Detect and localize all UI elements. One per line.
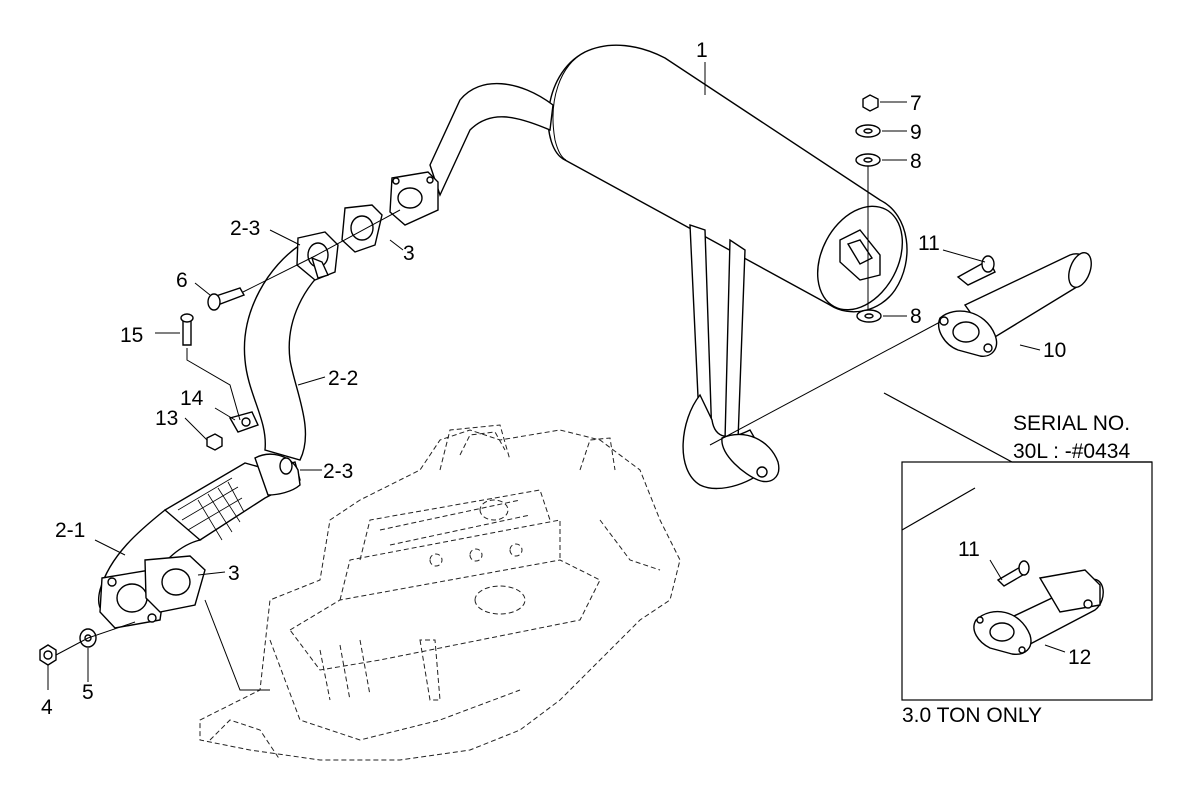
exhaust-pipe-2-2 [243, 231, 339, 461]
muffler-mount-stay [682, 224, 780, 490]
callout-15: 15 [120, 324, 143, 347]
serial-number-note: SERIAL NO. 30L : -#0434 [1013, 412, 1130, 463]
callout-9: 9 [910, 121, 922, 144]
upper-flange-joint [341, 171, 439, 253]
callout-2-3-upper: 2-3 [230, 217, 260, 240]
callout-11-inset: 11 [958, 538, 980, 561]
tailpipe [938, 252, 1092, 357]
callout-2-3-lower: 2-3 [323, 460, 353, 483]
callout-5: 5 [82, 681, 94, 704]
serial-label-line1: SERIAL NO. [1013, 412, 1130, 435]
leader-lines [47, 62, 1066, 691]
callout-6: 6 [176, 269, 188, 292]
hardware-fasteners [39, 94, 996, 666]
callout-1: 1 [696, 39, 708, 62]
callout-2-1: 2-1 [55, 519, 85, 542]
engine-block-outline [199, 424, 681, 761]
inset-detail-frame [883, 392, 1153, 701]
callout-3-upper: 3 [403, 242, 415, 265]
ton-only-label: 3.0 TON ONLY [902, 704, 1042, 727]
callout-8-lower: 8 [910, 305, 922, 328]
callout-8-upper: 8 [910, 150, 922, 173]
callout-7: 7 [910, 92, 922, 115]
callout-11-main: 11 [918, 232, 940, 255]
serial-label-line2: 30L : -#0434 [1013, 440, 1130, 463]
callout-13: 13 [155, 407, 178, 430]
callout-labels: 1 7 9 8 8 11 10 3 2-3 6 15 2-2 14 13 2-3… [41, 39, 1091, 719]
exhaust-pipe-2-1 [98, 509, 206, 629]
callout-3-lower: 3 [228, 562, 240, 585]
muffler [429, 44, 908, 313]
callout-2-2: 2-2 [328, 367, 358, 390]
callout-12: 12 [1068, 646, 1091, 669]
callout-14: 14 [180, 387, 204, 410]
callout-4: 4 [41, 696, 53, 719]
callout-10: 10 [1043, 339, 1066, 362]
